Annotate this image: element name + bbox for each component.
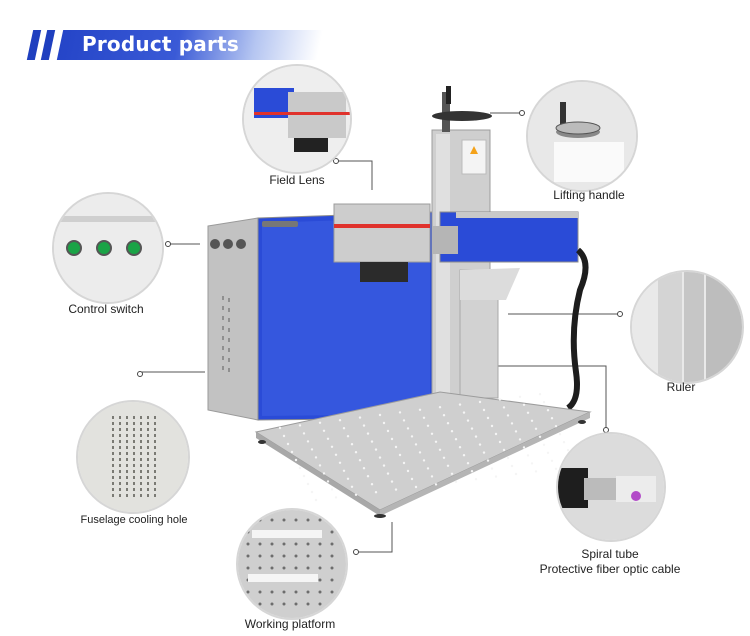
field-lens-callout [242, 64, 352, 174]
connector-lines [139, 112, 620, 553]
spiral-tube-label-2: Protective fiber optic cable [539, 562, 681, 576]
field-lens-label: Field Lens [269, 173, 325, 187]
section-banner: Product parts [26, 26, 324, 60]
laser-head [333, 203, 431, 282]
control-switch-callout [52, 192, 164, 304]
lifting-handle-label: Lifting handle [553, 188, 625, 202]
cooling-hole-callout [76, 400, 190, 514]
work-platform [254, 391, 592, 518]
ruler-callout [630, 270, 744, 384]
spiral-tube-callout [556, 432, 666, 542]
control-switch-label: Control switch [68, 302, 144, 316]
working-platform-callout [236, 508, 348, 620]
lifting-handle-callout [526, 80, 638, 192]
column-base [459, 268, 520, 399]
page-title: Product parts [82, 32, 239, 56]
laser-arm [432, 211, 579, 263]
spiral-tube-label-1: Spiral tube [581, 547, 639, 561]
working-platform-label: Working platform [244, 617, 336, 631]
cooling-hole-label: Fuselage cooling hole [80, 514, 188, 526]
spiral-cable [566, 247, 589, 411]
ruler-label: Ruler [666, 380, 696, 394]
